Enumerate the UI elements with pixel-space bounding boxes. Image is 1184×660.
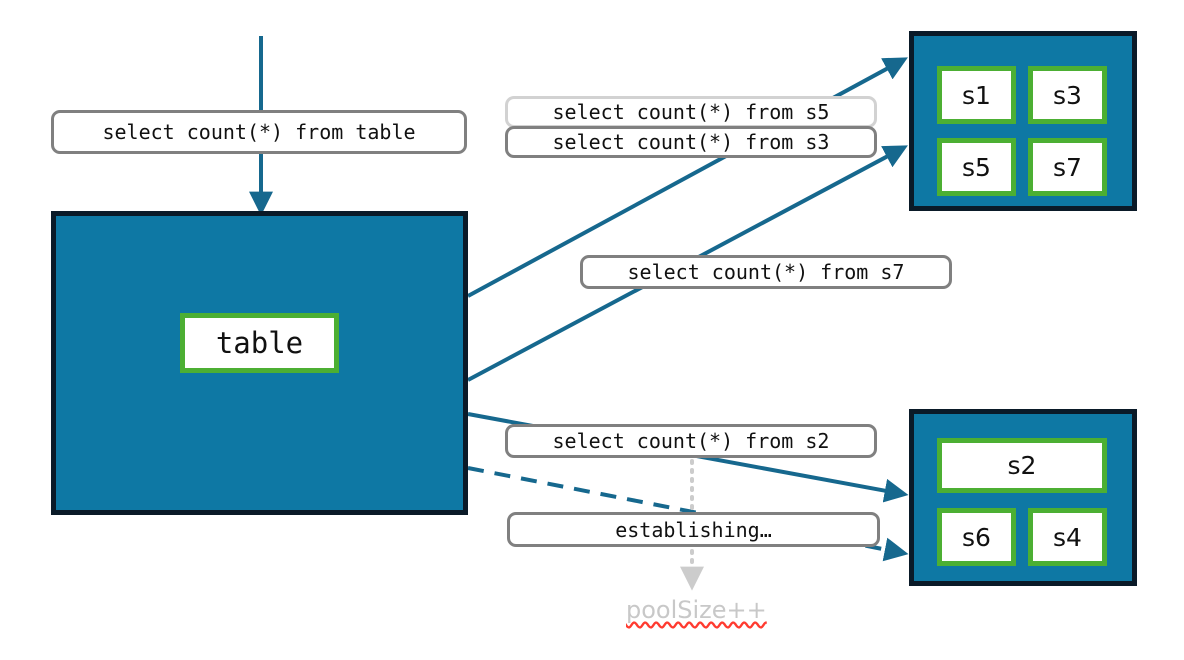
query-pill-s5-label: select count(*) from s5	[552, 100, 830, 124]
query-pill-table-label: select count(*) from table	[102, 120, 416, 144]
query-pill-s5[interactable]: select count(*) from s5	[505, 96, 877, 128]
pool-node-s6-label: s6	[962, 522, 991, 552]
status-pill-establishing-label: establishing…	[615, 517, 772, 542]
pool-node-s7[interactable]: s7	[1028, 138, 1107, 196]
query-pill-s3-label: select count(*) from s3	[552, 130, 830, 154]
pool-node-s5-label: s5	[962, 152, 991, 182]
query-pill-s7-label: select count(*) from s7	[627, 260, 905, 284]
query-pill-table[interactable]: select count(*) from table	[51, 110, 467, 154]
query-pill-s7[interactable]: select count(*) from s7	[580, 255, 952, 289]
pool-node-s7-label: s7	[1053, 152, 1082, 182]
pool-node-s4[interactable]: s4	[1028, 508, 1107, 566]
pool-node-s1[interactable]: s1	[937, 66, 1016, 124]
status-pill-establishing[interactable]: establishing…	[507, 512, 880, 547]
pool-size-label: poolSize++	[626, 596, 767, 624]
pool-node-s1-label: s1	[962, 80, 991, 110]
pool-node-s2-label: s2	[1007, 451, 1037, 480]
table-node-label: table	[215, 326, 304, 360]
arrow-table-to-lower-pool-dashed	[467, 466, 909, 562]
table-node[interactable]: table	[180, 313, 339, 373]
pool-size-text: poolSize++	[626, 596, 767, 624]
pool-node-s4-label: s4	[1053, 522, 1082, 552]
query-pill-s3[interactable]: select count(*) from s3	[505, 126, 877, 158]
query-pill-s2[interactable]: select count(*) from s2	[505, 424, 877, 458]
pool-node-s3[interactable]: s3	[1028, 66, 1107, 124]
query-pill-s2-label: select count(*) from s2	[552, 429, 830, 453]
pool-node-s2[interactable]: s2	[937, 438, 1107, 493]
pool-node-s3-label: s3	[1053, 80, 1082, 110]
pool-node-s5[interactable]: s5	[937, 138, 1016, 196]
pool-node-s6[interactable]: s6	[937, 508, 1016, 566]
